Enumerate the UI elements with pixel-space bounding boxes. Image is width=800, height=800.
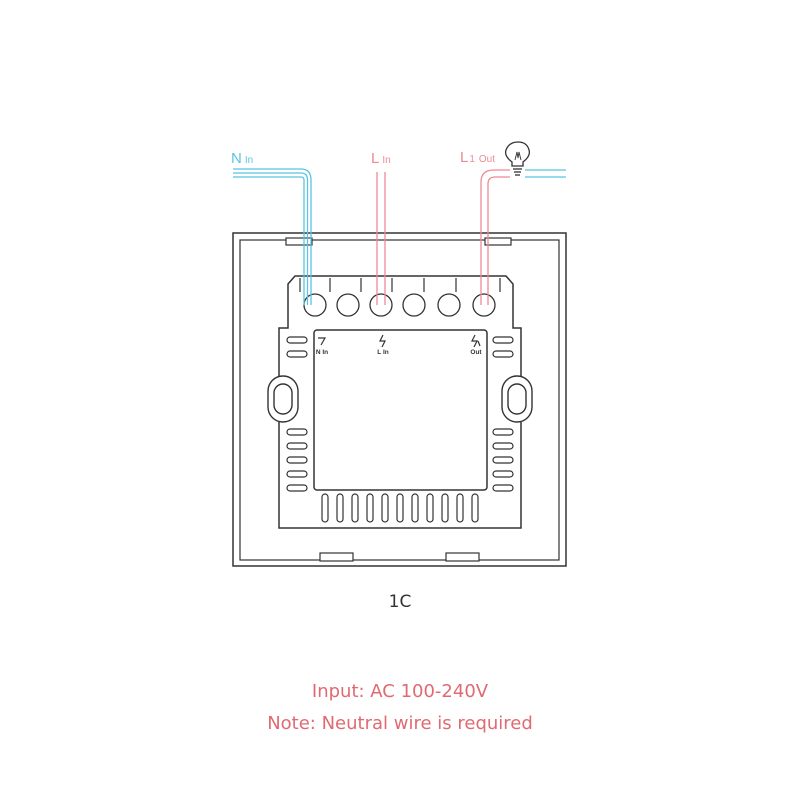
load-neutral-wire [525, 169, 566, 178]
bottom-tab-right [445, 552, 480, 562]
neutral-note: Note: Neutral wire is required [267, 713, 533, 734]
terminal-screw [472, 293, 496, 317]
live-out-wire [480, 169, 510, 305]
terminal-screw [369, 293, 393, 317]
live-in-wire [376, 172, 386, 305]
left-side-vents [286, 336, 308, 492]
top-tab-left [285, 237, 313, 246]
output-symbol-icon [471, 334, 481, 348]
terminal-separators [299, 278, 501, 292]
terminal-screws [303, 293, 496, 317]
light-bulb-icon [504, 141, 531, 176]
terminal-label-out: Out [470, 349, 482, 356]
bottom-tab-left [319, 552, 354, 562]
mounting-hole-right-inner [507, 383, 527, 415]
terminal-screw [336, 293, 360, 317]
input-note: Input: AC 100-240V [311, 681, 489, 702]
switch-module-body [278, 275, 522, 529]
switch-plate-outer [232, 232, 567, 567]
terminal-label-l-in: L In [377, 349, 388, 356]
terminal-screw [402, 293, 426, 317]
neutral-wire [233, 168, 312, 305]
neutral-symbol-icon [318, 337, 327, 346]
switch-plate-inner [239, 239, 560, 561]
live-symbol-icon [379, 334, 386, 348]
top-tab-right [484, 237, 512, 246]
mounting-holes [267, 375, 533, 423]
bottom-vents [321, 493, 479, 523]
diagram-caption: 1C [388, 592, 412, 612]
terminal-screw [437, 293, 461, 317]
right-side-vents [492, 336, 514, 492]
module-face [313, 329, 488, 491]
terminal-label-n-in: N In [316, 349, 328, 356]
mounting-hole-left-inner [273, 383, 293, 415]
